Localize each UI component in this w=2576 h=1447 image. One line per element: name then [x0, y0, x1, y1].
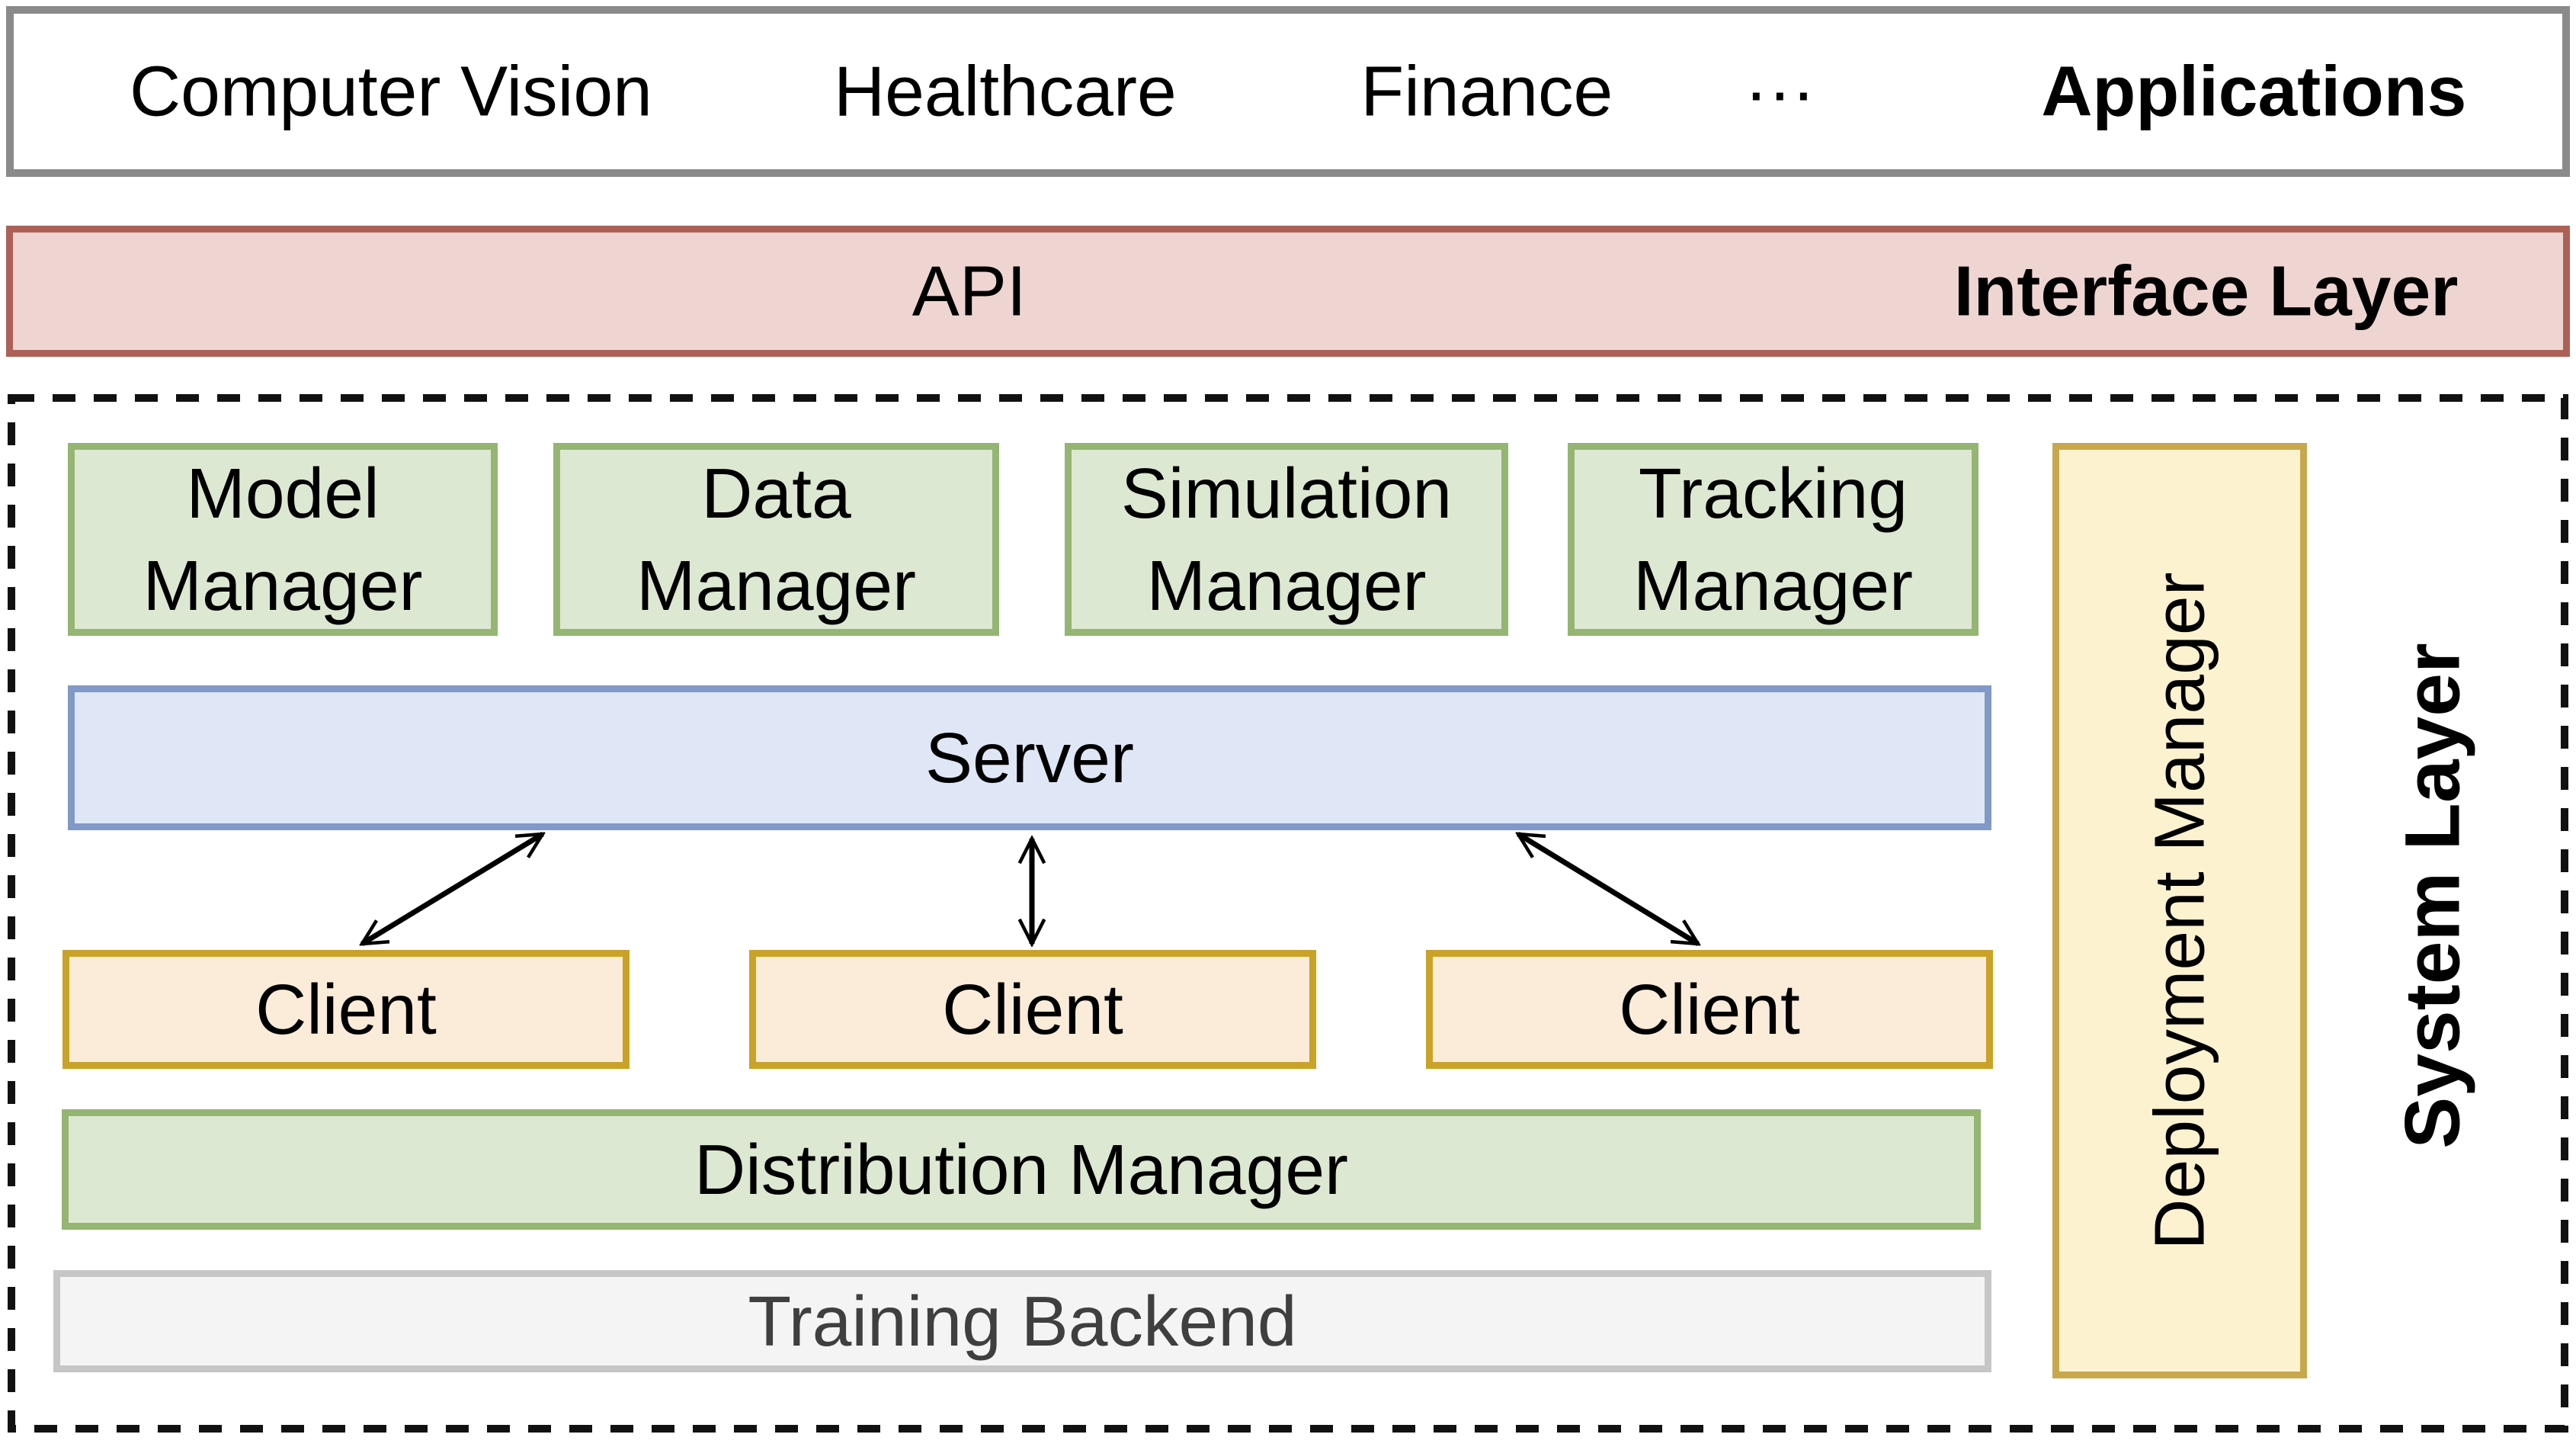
server-client3-arrow	[1518, 832, 1698, 946]
app-item-finance: Finance	[1360, 51, 1613, 131]
data-manager-box: Data Manager	[553, 443, 999, 636]
server-client1-arrow	[362, 832, 543, 946]
distribution-manager-label: Distribution Manager	[694, 1129, 1349, 1209]
applications-layer-title: Applications	[2041, 51, 2467, 131]
ellipsis-dots: ···	[1744, 51, 1815, 131]
deployment-manager-box: Deployment Manager	[2052, 443, 2307, 1378]
interface-layer-bar: API Interface Layer	[6, 226, 2570, 357]
training-backend-box: Training Backend	[53, 1270, 1991, 1372]
client-box-1: Client	[62, 950, 630, 1069]
applications-bar: Computer Vision Healthcare Finance ··· A…	[6, 6, 2570, 177]
distribution-manager-box: Distribution Manager	[62, 1109, 1981, 1230]
simulation-manager-label: Simulation Manager	[1120, 453, 1453, 625]
app-item-healthcare: Healthcare	[833, 51, 1177, 131]
simulation-manager-box: Simulation Manager	[1065, 443, 1508, 636]
client-label: Client	[1619, 969, 1800, 1049]
model-manager-label: Model Manager	[143, 453, 423, 625]
server-label: Server	[925, 717, 1134, 797]
client-box-3: Client	[1426, 950, 1993, 1069]
tracking-manager-box: Tracking Manager	[1568, 443, 1978, 636]
client-label: Client	[942, 969, 1123, 1049]
server-box: Server	[68, 685, 1991, 830]
app-item-computer-vision: Computer Vision	[130, 51, 652, 131]
client-label: Client	[255, 969, 437, 1049]
tracking-manager-label: Tracking Manager	[1632, 453, 1914, 625]
interface-layer-title: Interface Layer	[1953, 251, 2459, 331]
system-layer-title: System Layer	[2389, 643, 2476, 1149]
training-backend-label: Training Backend	[748, 1281, 1297, 1361]
model-manager-box: Model Manager	[68, 443, 498, 636]
client-box-2: Client	[749, 950, 1316, 1069]
api-box-label: API	[912, 251, 1027, 331]
data-manager-label: Data Manager	[636, 453, 917, 625]
deployment-manager-label: Deployment Manager	[2139, 571, 2219, 1250]
